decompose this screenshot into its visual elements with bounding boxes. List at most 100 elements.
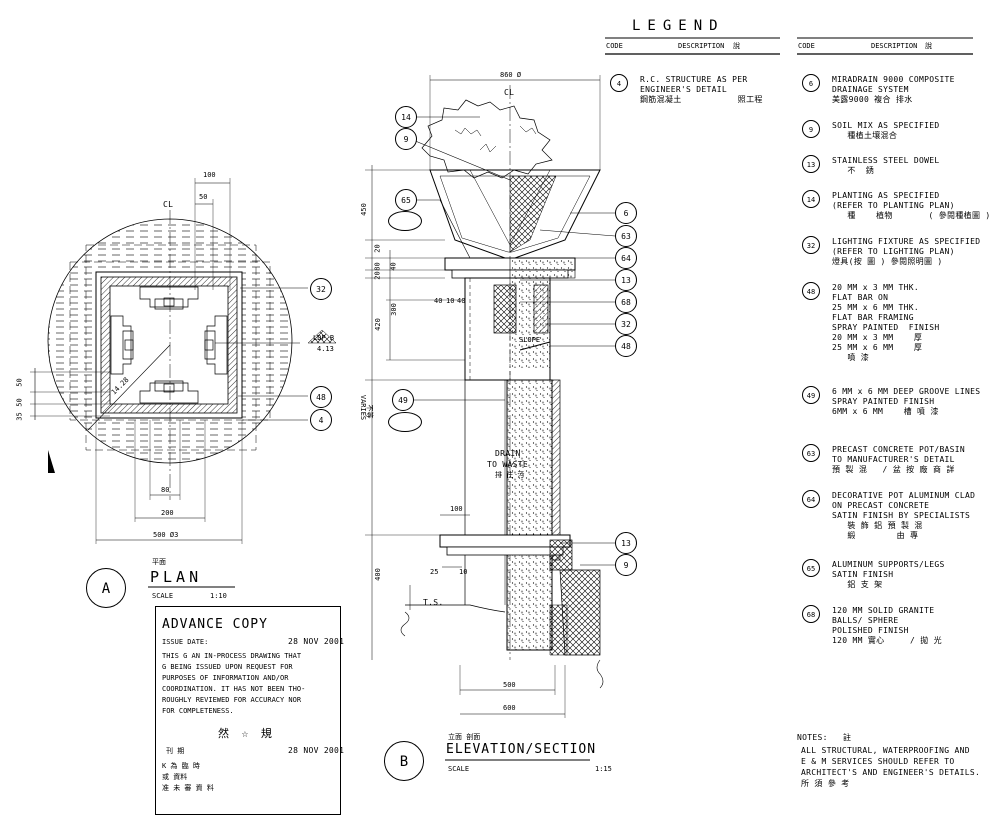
legend-right-desc-line: 20 MM x 3 MM 厚 bbox=[832, 333, 923, 342]
plan-dim-left-50b: 50 bbox=[15, 398, 24, 407]
elev-dim-10: 10 bbox=[446, 297, 455, 305]
legend-left-code-badge: 4 bbox=[610, 74, 628, 92]
notes-line-2: E & M SERVICES SHOULD REFER TO bbox=[801, 757, 955, 766]
legend-right-code-badge: 49 bbox=[802, 386, 820, 404]
legend-right-desc-line: DRAINAGE SYSTEM bbox=[832, 85, 909, 94]
advance-copy-body-6: FOR COMPLETENESS. bbox=[162, 707, 234, 715]
advance-copy-body-5: ROUGHLY REVIEWED FOR ACCURACY NOR bbox=[162, 696, 302, 704]
legend-header-desc: DESCRIPTION bbox=[678, 42, 725, 50]
elev-callout-9: 9 bbox=[395, 128, 417, 150]
legend-right-desc-line: 美露9000 複合 排水 bbox=[832, 95, 913, 104]
elev-callout-65: 65 bbox=[395, 189, 417, 211]
elev-dim-500: 500 bbox=[503, 681, 516, 689]
advance-copy-cn-line-2: 或 資料 bbox=[162, 773, 188, 781]
legend-right-desc-line: SPRAY PAINTED FINISH bbox=[832, 397, 935, 406]
legend-right-desc-line: (REFER TO PLANTING PLAN) bbox=[832, 201, 955, 210]
legend-right-desc-line: SATIN FINISH bbox=[832, 570, 894, 579]
advance-copy-body-4: COORDINATION. IT HAS NOT BEEN THO- bbox=[162, 685, 306, 693]
legend-right-desc-line: PLANTING AS SPECIFIED bbox=[832, 191, 940, 200]
legend-right-desc-line: FLAT BAR FRAMING bbox=[832, 313, 914, 322]
elev-callout-32: 32 bbox=[615, 313, 637, 335]
elev-callout-48: 48 bbox=[615, 335, 637, 357]
legend-header-code-2: CODE bbox=[798, 42, 815, 50]
legend-right-desc-line: POLISHED FINISH bbox=[832, 626, 909, 635]
legend-right-desc-line: SPRAY PAINTED FINISH bbox=[832, 323, 940, 332]
plan-view bbox=[30, 178, 337, 588]
legend-right-code-badge: 65 bbox=[802, 559, 820, 577]
elev-dim-400: 400 bbox=[373, 568, 382, 581]
legend-right-code-badge: 13 bbox=[802, 155, 820, 173]
elev-dim-10b: 10 bbox=[459, 568, 468, 576]
elev-dim-25: 25 bbox=[430, 568, 439, 576]
elev-callout-9b: 9 bbox=[615, 554, 637, 576]
elev-callout-64: 64 bbox=[615, 247, 637, 269]
elev-scale-value: 1:15 bbox=[595, 765, 612, 773]
legend-right-code-badge: 14 bbox=[802, 190, 820, 208]
elev-dim-varies-cn: 不等 bbox=[365, 404, 374, 419]
legend-right-code-badge: 64 bbox=[802, 490, 820, 508]
plan-dim-100: 100 bbox=[203, 171, 216, 179]
notes-line-4: 所 須 參 考 bbox=[801, 779, 850, 788]
plan-title: PLAN bbox=[150, 568, 203, 586]
legend-right-desc-line: ON PRECAST CONCRETE bbox=[832, 501, 930, 510]
advance-copy-body-1: THIS G AN IN-PROCESS DRAWING THAT bbox=[162, 652, 302, 660]
elev-dim-40: 40 bbox=[389, 262, 398, 271]
elev-drain-line-2: TO WASTE bbox=[487, 460, 528, 469]
legend-right-code-badge: 6 bbox=[802, 74, 820, 92]
advance-copy-cn-line-3: 准 未 審 資 料 bbox=[162, 784, 214, 792]
legend-right-description: PLANTING AS SPECIFIED(REFER TO PLANTING … bbox=[832, 191, 991, 221]
legend-right-desc-line: 6 MM x 6 MM DEEP GROOVE LINES bbox=[832, 387, 981, 396]
advance-copy-issue-label: ISSUE DATE: bbox=[162, 638, 209, 646]
elev-blank-tag-2 bbox=[388, 412, 422, 432]
elev-callout-49: 49 bbox=[392, 389, 414, 411]
legend-header-code: CODE bbox=[606, 42, 623, 50]
plan-dim-200: 200 bbox=[161, 509, 174, 517]
legend-right-desc-line: 25 MM x 6 MM THK. bbox=[832, 303, 919, 312]
plan-scale-label: SCALE bbox=[152, 592, 174, 600]
plan-title-cn: 平面 bbox=[152, 558, 166, 566]
advance-copy-cn-date: 28 NOV 2001 bbox=[288, 746, 345, 755]
plan-section-marker: A bbox=[86, 568, 126, 608]
legend-right-desc-line: STAINLESS STEEL DOWEL bbox=[832, 156, 940, 165]
legend-right-code-badge: 32 bbox=[802, 236, 820, 254]
elev-callout-6: 6 bbox=[615, 202, 637, 224]
plan-dim-80: 80 bbox=[161, 486, 170, 494]
legend-right-desc-line: PRECAST CONCRETE POT/BASIN bbox=[832, 445, 966, 454]
notes-line-3: ARCHITECT'S AND ENGINEER'S DETAILS. bbox=[801, 768, 981, 777]
plan-dim-500: 500 Ø3 bbox=[153, 531, 179, 539]
legend-rules bbox=[605, 37, 973, 55]
legend-right-code-badge: 9 bbox=[802, 120, 820, 138]
legend-right-desc-line: FLAT BAR ON bbox=[832, 293, 889, 302]
legend-right-desc-line: BALLS/ SPHERE bbox=[832, 616, 899, 625]
advance-copy-issue-date: 28 NOV 2001 bbox=[288, 637, 345, 646]
notes-label-cn: 註 bbox=[843, 733, 852, 742]
legend-right-desc-line: 緞 由 專 bbox=[832, 531, 919, 540]
legend-right-desc-line: TO MANUFACTURER'S DETAIL bbox=[832, 455, 955, 464]
legend-left-desc-line: R.C. STRUCTURE AS PER bbox=[640, 75, 748, 84]
elev-scale-label: SCALE bbox=[448, 765, 470, 773]
legend-right-desc-line: 燈具(按 圖 ) 參閱照明圖 ) bbox=[832, 257, 943, 266]
legend-left-desc-line: 鋼筋混凝土 照工程 bbox=[640, 95, 763, 104]
elev-callout-68: 68 bbox=[615, 291, 637, 313]
plan-dim-50: 50 bbox=[199, 193, 208, 201]
advance-copy-title: ADVANCE COPY bbox=[162, 617, 268, 632]
plan-centerline: CL bbox=[163, 200, 174, 209]
advance-copy-cn-title: 然 ☆ 規 bbox=[218, 727, 275, 740]
elev-dim-20b: 20 bbox=[373, 271, 382, 280]
elev-dim-100: 100 bbox=[450, 505, 463, 513]
legend-header-cn: 說 bbox=[733, 42, 740, 50]
legend-right-desc-line: 裝 飾 鋁 預 製 混 bbox=[832, 521, 923, 530]
legend-right-desc-line: 20 MM x 3 MM THK. bbox=[832, 283, 919, 292]
notes-line-1: ALL STRUCTURAL, WATERPROOFING AND bbox=[801, 746, 970, 755]
legend-title: LEGEND bbox=[632, 18, 725, 34]
elev-dim-600: 600 bbox=[503, 704, 516, 712]
legend-right-desc-line: 120 MM SOLID GRANITE bbox=[832, 606, 935, 615]
elev-dim-40c: 40 bbox=[457, 297, 466, 305]
legend-right-desc-line: 種 植物 ( 參閱種植圖 ) bbox=[832, 211, 991, 220]
elev-dim-420: 420 bbox=[373, 318, 382, 331]
